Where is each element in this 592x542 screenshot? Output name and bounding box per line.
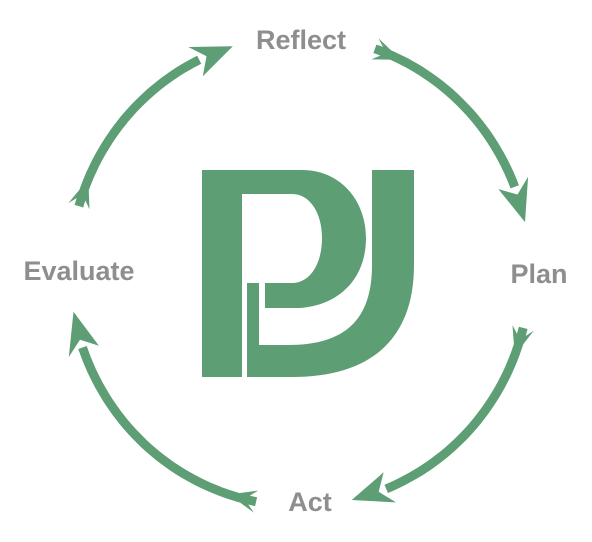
stage-label-plan: Plan (510, 259, 567, 289)
stage-label-evaluate: Evaluate (23, 256, 134, 286)
logo-p-inner-stem (247, 283, 259, 377)
logo-j-stroke (257, 170, 414, 377)
cycle-arrow-reflect-to-plan (371, 38, 529, 223)
arrow-tail (371, 38, 401, 60)
arrow-shaft (78, 345, 258, 507)
arrow-head (68, 311, 99, 357)
stage-label-act: Act (288, 487, 332, 517)
arrow-tail (228, 490, 259, 513)
logo-p-stem (202, 170, 242, 377)
arrow-head (188, 46, 233, 77)
stage-label-reflect: Reflect (256, 25, 346, 55)
arrow-shaft (384, 326, 528, 494)
arrow-tail (512, 325, 534, 356)
arrow-shaft (74, 55, 202, 208)
arrow-head (351, 472, 397, 503)
arrow-tail (68, 179, 90, 210)
cycle-arrows (68, 38, 534, 513)
pj-monogram-logo (202, 170, 414, 377)
cycle-arrow-act-to-evaluate (68, 311, 259, 513)
logo-p-bowl (242, 170, 366, 308)
arrow-shaft (373, 44, 519, 189)
cycle-arrow-evaluate-to-reflect (68, 46, 233, 210)
cycle-arrow-plan-to-act (351, 325, 534, 503)
arrow-head (498, 176, 529, 223)
